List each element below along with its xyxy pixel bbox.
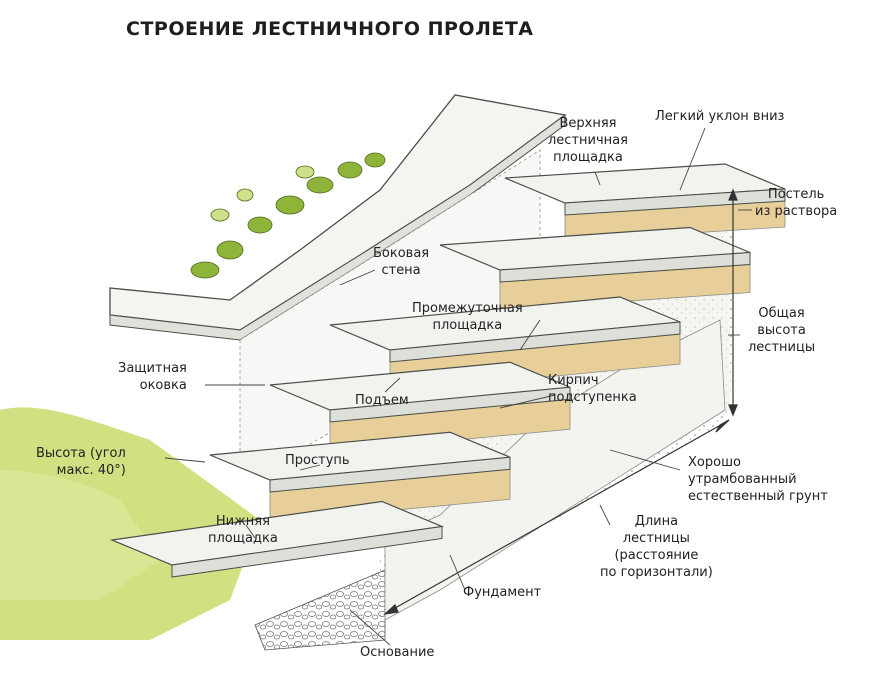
lower-landing-slab-edge xyxy=(171,525,443,578)
leader-lines xyxy=(164,127,752,646)
step-1-slab-edge xyxy=(269,456,511,493)
stair-steps xyxy=(109,163,786,578)
grass-area-light xyxy=(0,470,160,600)
label-base: Основание xyxy=(360,645,435,660)
label-slight-slope: Легкий уклон вниз xyxy=(655,109,785,124)
dimension-lines xyxy=(383,188,738,615)
label-riser: Подъем xyxy=(355,393,409,408)
diagram-title: СТРОЕНИЕ ЛЕСТНИЧНОГО ПРОЛЕТА xyxy=(126,18,534,40)
label-foundation: Фундамент xyxy=(463,585,542,600)
step-2-slab-edge xyxy=(329,386,571,423)
length-dimension xyxy=(387,421,727,613)
gravel-base xyxy=(254,569,386,651)
step-4-slab-edge xyxy=(499,251,751,283)
upper-landing-slab-edge xyxy=(564,188,786,216)
ivy-plant xyxy=(190,152,386,279)
side-wall-edge xyxy=(109,114,566,341)
mid-landing-slab-edge xyxy=(389,321,681,363)
label-tread: Проступь xyxy=(285,453,350,468)
